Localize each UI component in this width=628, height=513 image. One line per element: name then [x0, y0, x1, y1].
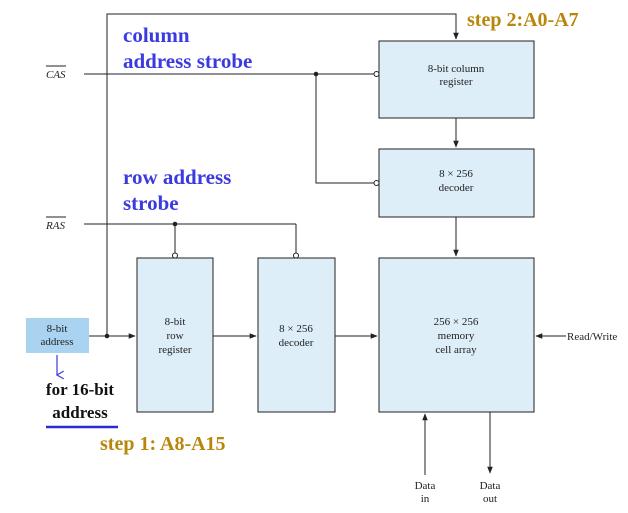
row-register-label-3: register	[159, 344, 192, 356]
address-label-2: address	[41, 336, 74, 348]
address-label-1: 8-bit	[47, 323, 68, 335]
data-in-label-1: Data	[415, 480, 436, 492]
column-strobe-note-2: address strobe	[123, 49, 252, 73]
step2-note: step 2:A0-A7	[467, 9, 579, 31]
memory-label-2: memory	[438, 330, 475, 342]
column-register-label-1: 8-bit column	[428, 63, 485, 75]
cas-label: CAS	[46, 69, 66, 81]
address-to-column-register-arrow	[106, 13, 459, 336]
row-strobe-note-1: row address	[123, 165, 231, 189]
cas-to-decoder-line	[315, 74, 374, 184]
row-register-label-1: 8-bit	[165, 316, 186, 328]
column-decoder-label-1: 8 × 256	[439, 168, 473, 180]
memory-label-1: 256 × 256	[434, 316, 479, 328]
cas-inversion-bubble-decoder	[373, 180, 380, 186]
for16-note-1: for 16-bit	[46, 380, 114, 399]
for16-note-2: address	[52, 403, 108, 422]
memory-cell-array-block	[378, 257, 535, 413]
row-register-label-2: row	[166, 330, 183, 342]
row-decoder-block	[257, 257, 336, 413]
data-out-label-2: out	[483, 493, 497, 505]
address-block	[26, 318, 89, 353]
column-decoder-block	[378, 148, 535, 218]
column-register-block	[378, 40, 535, 119]
memory-label-3: cell array	[435, 344, 477, 356]
data-out-label-1: Data	[480, 480, 501, 492]
step1-note: step 1: A8-A15	[100, 433, 226, 455]
cas-inversion-bubble-register	[373, 71, 380, 77]
row-decoder-label-2: decoder	[279, 337, 314, 349]
column-strobe-note-1: column	[123, 23, 190, 47]
ras-inversion-bubble-register	[172, 252, 178, 259]
column-register-label-2: register	[440, 76, 473, 88]
data-in-label-2: in	[421, 493, 430, 505]
row-decoder-label-1: 8 × 256	[279, 323, 313, 335]
row-register-block	[136, 257, 214, 413]
ras-inversion-bubble-decoder	[293, 252, 299, 259]
row-strobe-note-2: strobe	[123, 191, 179, 215]
column-decoder-label-2: decoder	[439, 182, 474, 194]
ras-label: RAS	[45, 220, 65, 232]
read-write-label: Read/Write	[567, 331, 617, 343]
